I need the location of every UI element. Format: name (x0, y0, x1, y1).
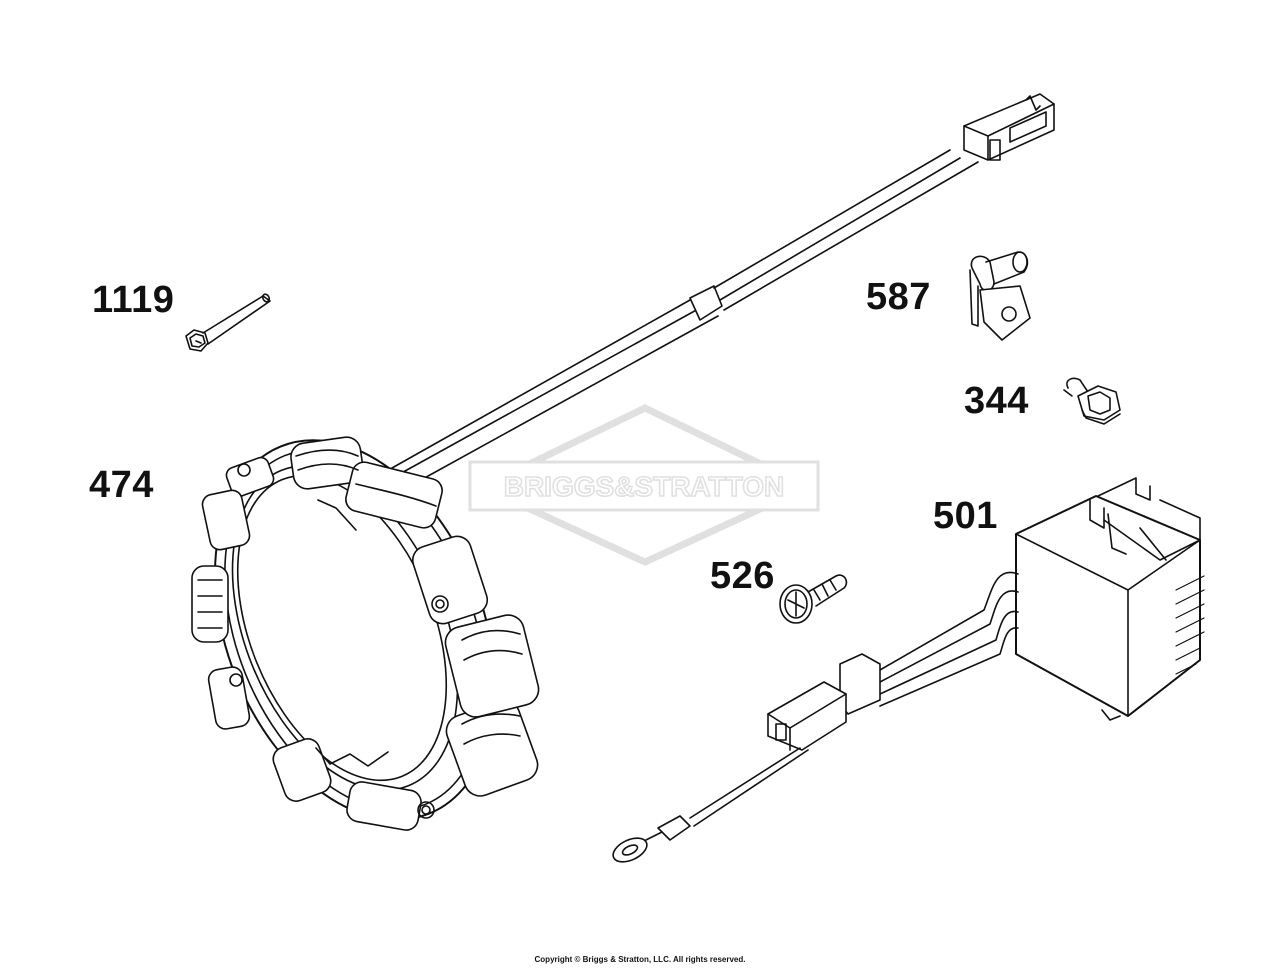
briggs-stratton-watermark: BRIGGS&STRATTON (468, 404, 820, 566)
watermark-text: BRIGGS&STRATTON (504, 471, 785, 502)
clip-587-drawing (969, 251, 1031, 341)
part-number-1119[interactable]: 1119 (92, 279, 175, 321)
part-number-344[interactable]: 344 (964, 380, 1029, 422)
screw-344-drawing (1063, 377, 1121, 425)
part-number-474[interactable]: 474 (89, 464, 154, 506)
regulator-501-drawing (612, 477, 1205, 863)
part-number-501[interactable]: 501 (933, 495, 998, 537)
stator-474-drawing (191, 93, 1055, 831)
screw-526-drawing (779, 574, 848, 624)
part-number-526[interactable]: 526 (710, 555, 775, 597)
copyright-notice: Copyright © Briggs & Stratton, LLC. All … (534, 955, 746, 964)
part-number-587[interactable]: 587 (866, 276, 931, 318)
bolt-1119-drawing (185, 293, 271, 352)
